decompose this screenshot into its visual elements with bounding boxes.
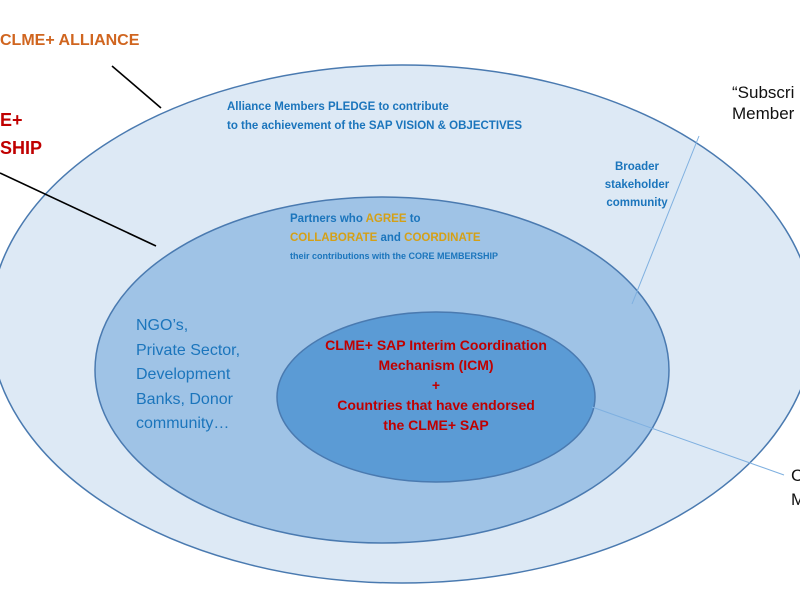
broader-stakeholder-label: Broader stakeholder community	[592, 158, 682, 212]
partner-examples-list: NGO’s, Private Sector, Development Banks…	[136, 314, 240, 437]
core-right-callout-line1: C	[791, 466, 800, 485]
core-plus: +	[431, 377, 441, 393]
coordinate-keyword: COORDINATE	[404, 232, 481, 244]
core-right-callout-line2: M	[791, 490, 800, 509]
pledge-text-line1: Alliance Members PLEDGE to contribute	[227, 101, 449, 113]
broader-line1: Broader	[614, 161, 660, 173]
core-line4: the CLME+ SAP	[383, 417, 489, 433]
subscribed-members-leader-line	[631, 135, 700, 305]
subscribed-members-callout-line2: Member	[732, 104, 795, 123]
partner-example: Banks, Donor	[136, 390, 233, 408]
collaborate-coordinate-line: COLLABORATE and COORDINATE	[290, 232, 481, 244]
and-word: and	[377, 232, 405, 244]
core-membership-leader-line	[0, 172, 157, 247]
broader-line2: stakeholder	[604, 179, 670, 191]
contributions-line: their contributions with the CORE MEMBER…	[290, 251, 499, 261]
partners-suffix: to	[406, 213, 421, 225]
core-line1: CLME+ SAP Interim Coordination	[325, 337, 547, 353]
agree-keyword: AGREE	[365, 213, 407, 225]
core-line2: Mechanism (ICM)	[378, 357, 494, 373]
partners-agree-line: Partners who AGREE to	[290, 213, 421, 225]
partner-example: Private Sector,	[136, 341, 241, 359]
core-right-leader-line	[591, 406, 785, 476]
partner-example: Development	[136, 366, 231, 383]
alliance-leader-line	[111, 65, 162, 109]
core-membership-callout-line2: SHIP	[0, 138, 43, 158]
core-line3: Countries that have endorsed	[337, 397, 535, 413]
collaborate-keyword: COLLABORATE	[290, 232, 378, 244]
alliance-callout-label: CLME+ ALLIANCE	[0, 32, 140, 49]
pledge-text-line2: to the achievement of the SAP VISION & O…	[227, 120, 523, 132]
partners-prefix: Partners who	[290, 213, 366, 225]
partner-example: community…	[136, 415, 230, 432]
core-membership-description: CLME+ SAP Interim Coordination Mechanism…	[306, 335, 566, 435]
core-inner-ellipse	[276, 311, 596, 483]
core-membership-callout-line1: E+	[0, 110, 23, 130]
subscribed-members-callout-line1: “Subscri	[732, 83, 795, 102]
broader-line3: community	[606, 197, 668, 209]
partner-example: NGO’s,	[136, 317, 189, 334]
